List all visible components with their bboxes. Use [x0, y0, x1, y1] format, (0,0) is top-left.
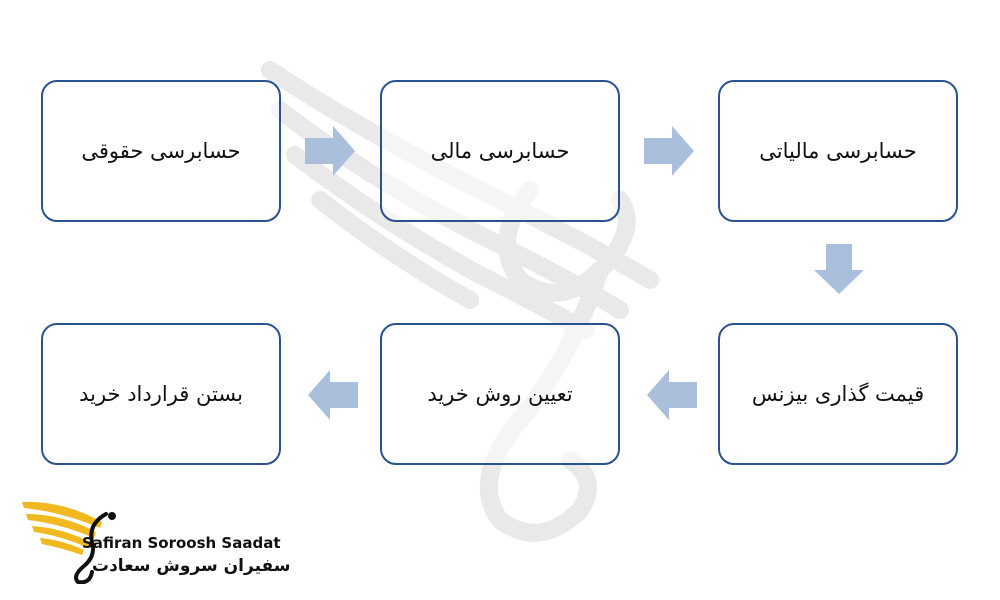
step-label: حسابرسی مالی [430, 139, 570, 163]
step-box-business-valuation: قیمت گذاری بیزنس [718, 323, 958, 465]
step-box-financial-audit: حسابرسی مالی [380, 80, 620, 222]
step-box-purchase-method: تعیین روش خرید [380, 323, 620, 465]
step-label: حسابرسی حقوقی [81, 139, 241, 163]
arrow-down-icon [814, 244, 864, 294]
step-label: قیمت گذاری بیزنس [751, 382, 925, 406]
logo-swan-icon [22, 501, 116, 584]
arrow-left-icon [308, 370, 358, 420]
step-box-legal-audit: حسابرسی حقوقی [41, 80, 281, 222]
arrow-right-icon [644, 126, 694, 176]
step-label: بستن قرارداد خرید [79, 382, 243, 406]
arrow-right-icon [305, 126, 355, 176]
arrow-left-icon [647, 370, 697, 420]
step-box-tax-audit: حسابرسی مالیاتی [718, 80, 958, 222]
step-label: تعیین روش خرید [427, 382, 573, 406]
step-label: حسابرسی مالیاتی [759, 139, 917, 163]
logo-name-en: Safiran Soroosh Saadat [82, 534, 281, 552]
step-box-purchase-contract: بستن قرارداد خرید [41, 323, 281, 465]
logo-name-fa: سفیران سروش سعادت [92, 556, 291, 576]
